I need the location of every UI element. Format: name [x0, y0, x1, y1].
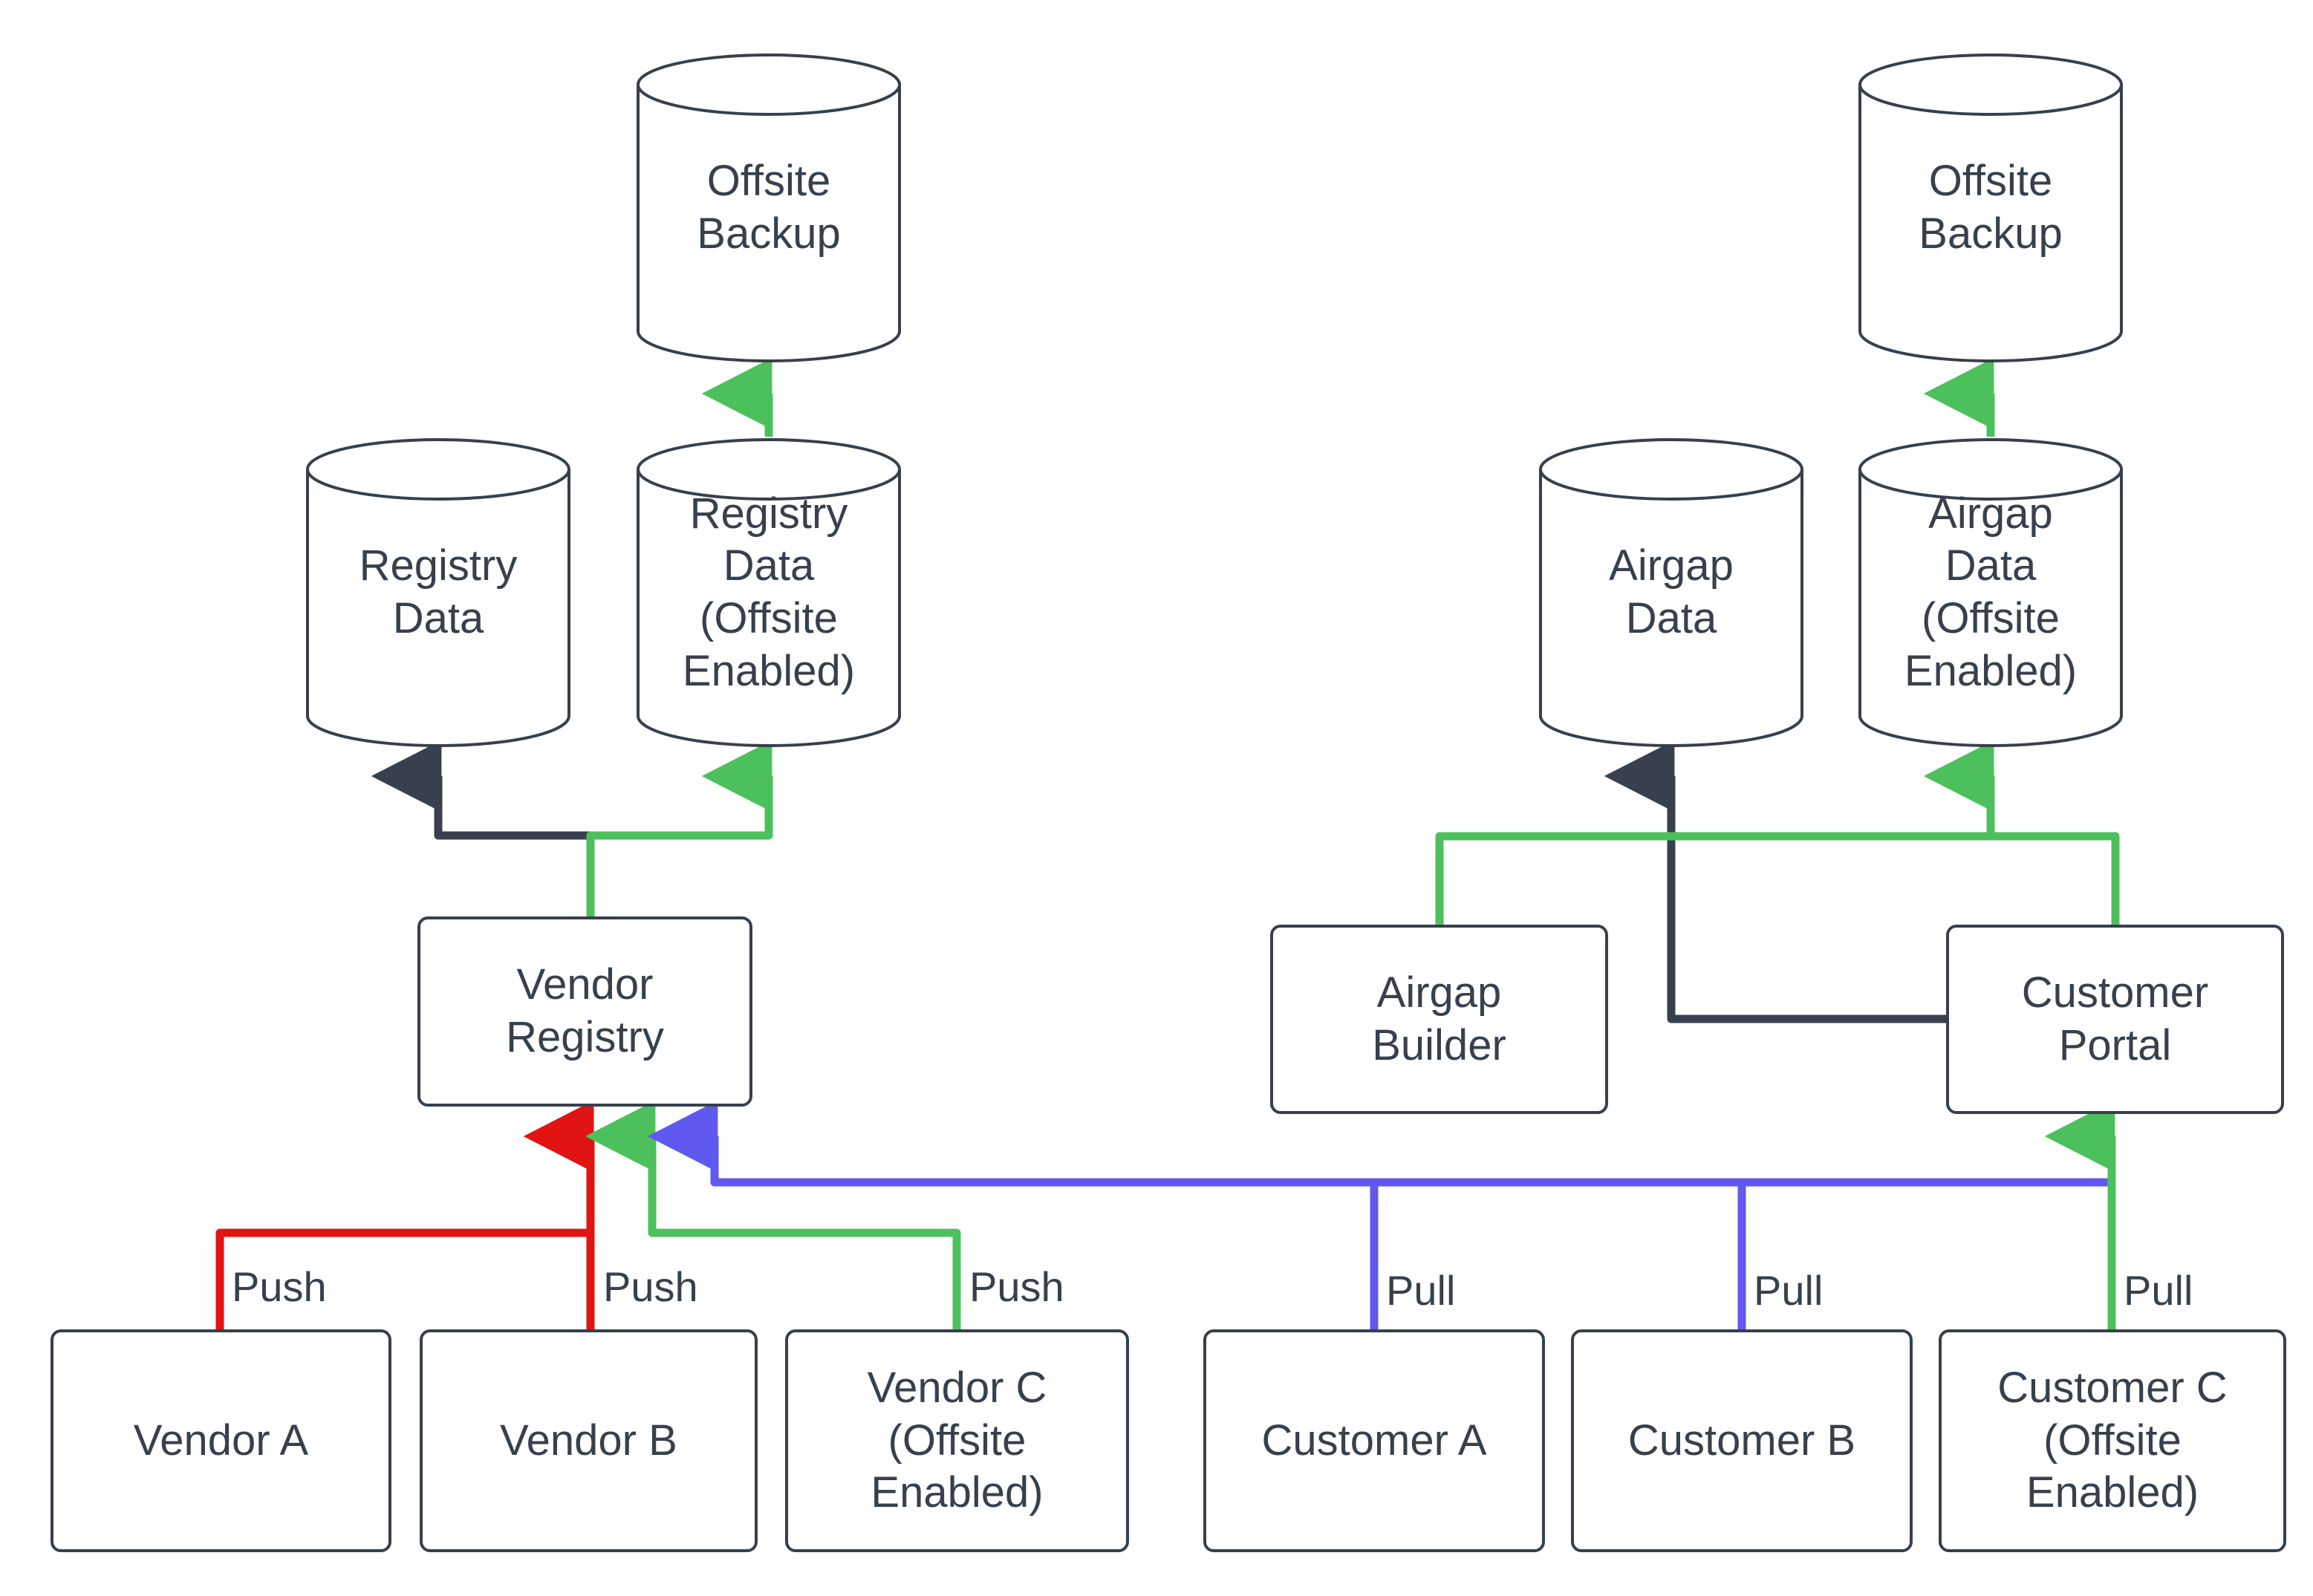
cylinder-shape — [1539, 438, 1803, 747]
edge-customer-b-pull — [715, 1178, 1746, 1329]
cylinder-shape — [1858, 53, 2123, 362]
node-label: Registry Data — [359, 541, 518, 642]
cylinder-shape — [637, 53, 901, 362]
node-customer-a[interactable]: Customer A — [1203, 1329, 1545, 1552]
node-offsite-backup-left[interactable]: Offsite Backup — [635, 52, 902, 364]
node-vendor-registry[interactable]: Vendor Registry — [417, 916, 752, 1107]
edge-label-pull-b: Pull — [1754, 1267, 1824, 1314]
node-vendor-a[interactable]: Vendor A — [51, 1329, 391, 1552]
node-airgap-builder[interactable]: Airgap Builder — [1270, 925, 1608, 1114]
cylinder-shape — [306, 438, 570, 747]
edge-label-push-a: Push — [232, 1263, 327, 1310]
node-label: Vendor A — [133, 1416, 309, 1465]
node-label: Offsite Backup — [1919, 157, 2063, 258]
edge-label-push-c: Push — [969, 1263, 1064, 1310]
node-label: Airgap Data (Offsite Enabled) — [1904, 489, 2078, 695]
node-airgap-data[interactable]: Airgap Data — [1538, 437, 1805, 749]
node-label: Airgap Data — [1609, 541, 1734, 642]
node-label: Vendor C (Offsite Enabled) — [867, 1363, 1047, 1517]
edge-vendor-registry-to-registry-data-offsite — [586, 740, 773, 916]
cylinder-shape — [1858, 438, 2123, 747]
node-label: Customer C (Offsite Enabled) — [1997, 1363, 2228, 1517]
node-label: Airgap Builder — [1372, 968, 1506, 1069]
edge-customer-portal-to-airgap-data — [1604, 740, 1946, 1023]
node-vendor-b[interactable]: Vendor B — [420, 1329, 758, 1552]
node-label: Vendor Registry — [506, 960, 664, 1061]
edge-customer-portal-to-airgap-data-offsite — [1991, 832, 2120, 925]
edge-airgap-builder-to-airgap-data-offsite — [1435, 740, 1995, 925]
node-label: Customer Portal — [2021, 968, 2209, 1069]
edge-vendor-registry-to-registry-data — [371, 740, 595, 916]
node-customer-c[interactable]: Customer C (Offsite Enabled) — [1939, 1329, 2286, 1552]
node-vendor-c[interactable]: Vendor C (Offsite Enabled) — [785, 1329, 1129, 1552]
node-customer-b[interactable]: Customer B — [1571, 1329, 1913, 1552]
cylinder-shape — [637, 438, 901, 747]
node-label: Customer B — [1627, 1416, 1856, 1465]
node-airgap-data-offsite[interactable]: Airgap Data (Offsite Enabled) — [1857, 437, 2124, 749]
node-registry-data-offsite[interactable]: Registry Data (Offsite Enabled) — [635, 437, 902, 749]
node-label: Vendor B — [500, 1416, 677, 1465]
node-label: Offsite Backup — [697, 157, 841, 258]
node-offsite-backup-right[interactable]: Offsite Backup — [1857, 52, 2124, 364]
edge-label-pull-c: Pull — [2124, 1267, 2193, 1314]
node-customer-portal[interactable]: Customer Portal — [1946, 925, 2284, 1114]
node-label: Registry Data (Offsite Enabled) — [682, 489, 856, 695]
edge-label-pull-a: Pull — [1386, 1267, 1456, 1314]
edge-vendor-c-push — [585, 1100, 961, 1329]
node-label: Customer A — [1261, 1416, 1487, 1465]
edge-label-push-b: Push — [603, 1263, 698, 1310]
node-registry-data[interactable]: Registry Data — [305, 437, 572, 749]
